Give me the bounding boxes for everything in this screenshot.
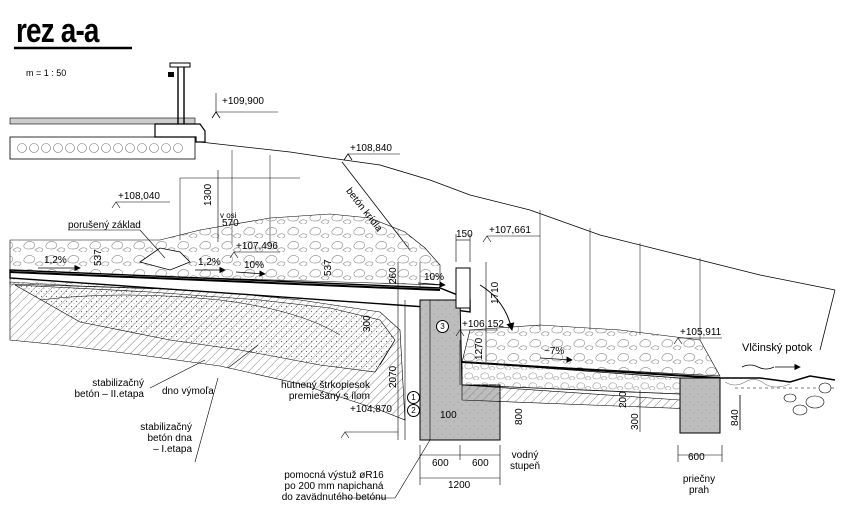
slope-4: 10% bbox=[424, 272, 445, 283]
label-priecny-prah: priečny prah bbox=[682, 474, 716, 496]
dim-150: 150 bbox=[456, 229, 473, 240]
label-vyztuz: pomocná výstuž øR16 po 200 mm napichaná … bbox=[281, 470, 387, 503]
drawing-scale: m = 1 : 50 bbox=[26, 68, 67, 78]
level-106152: +106,152 bbox=[462, 319, 504, 330]
dim-300a: 300 bbox=[362, 315, 373, 332]
dim-600b: 600 bbox=[472, 458, 489, 469]
dim-1710: 1710 bbox=[490, 281, 501, 304]
stone-layer-upper bbox=[9, 213, 441, 286]
label-stab-beton-2: stabilizačný betón – II.etapa bbox=[74, 378, 144, 400]
marker-3: 3 bbox=[436, 320, 449, 333]
dim-1200: 1200 bbox=[448, 480, 471, 491]
leader-lines bbox=[68, 229, 431, 499]
dim-200: 200 bbox=[618, 391, 629, 408]
level-107496: +107,496 bbox=[236, 241, 278, 252]
level-105911: +105,911 bbox=[680, 327, 722, 338]
bridge-deck bbox=[9, 62, 206, 160]
label-potok: Vlčinský potok bbox=[742, 342, 813, 354]
label-hutneny: hutnený štrkopiesok premiešaný s ílom bbox=[281, 380, 370, 402]
slope-2: 1,2% bbox=[198, 257, 221, 268]
dim-600c: 600 bbox=[688, 452, 705, 463]
dim-800: 800 bbox=[514, 408, 525, 425]
level-109900: +109,900 bbox=[222, 96, 264, 107]
label-v-osi: v osi bbox=[220, 211, 237, 220]
label-dno-vymola: dno výmoľa bbox=[162, 386, 214, 397]
slope-1: 1,2% bbox=[44, 255, 67, 266]
dimension-lines bbox=[217, 170, 741, 485]
slope-3: 10% bbox=[244, 260, 265, 271]
dim-537a: 537 bbox=[93, 249, 104, 266]
transverse-sill bbox=[679, 377, 721, 434]
dim-260: 260 bbox=[388, 267, 399, 284]
dim-1300: 1300 bbox=[203, 183, 214, 206]
label-poruseny-zaklad: porušený základ bbox=[68, 220, 141, 231]
label-vodny-stupen: vodný stupeň bbox=[509, 450, 541, 472]
marker-1: 1 bbox=[407, 391, 420, 404]
marker-2: 2 bbox=[407, 404, 420, 417]
dim-570: 570 bbox=[222, 218, 239, 229]
level-108040: +108,040 bbox=[118, 191, 160, 202]
level-104870: +104,870 bbox=[350, 404, 392, 415]
gravel-sand-lens bbox=[14, 284, 396, 373]
level-108840: +108,840 bbox=[350, 143, 392, 154]
dim-2070: 2070 bbox=[388, 365, 399, 388]
dim-100: 100 bbox=[440, 410, 457, 421]
dim-600a: 600 bbox=[432, 458, 449, 469]
dim-300b: 300 bbox=[630, 413, 641, 430]
dim-537b: 537 bbox=[323, 259, 334, 276]
terrain-outline bbox=[199, 141, 836, 291]
drawing-title: rez a-a bbox=[16, 12, 99, 50]
label-stab-dno-1: stabilizačný betón dna – I.etapa bbox=[140, 422, 192, 455]
level-107661: +107,661 bbox=[489, 225, 531, 236]
slope-5: ~7% bbox=[544, 346, 565, 357]
dim-1270: 1270 bbox=[474, 337, 485, 360]
dim-840: 840 bbox=[730, 409, 741, 426]
